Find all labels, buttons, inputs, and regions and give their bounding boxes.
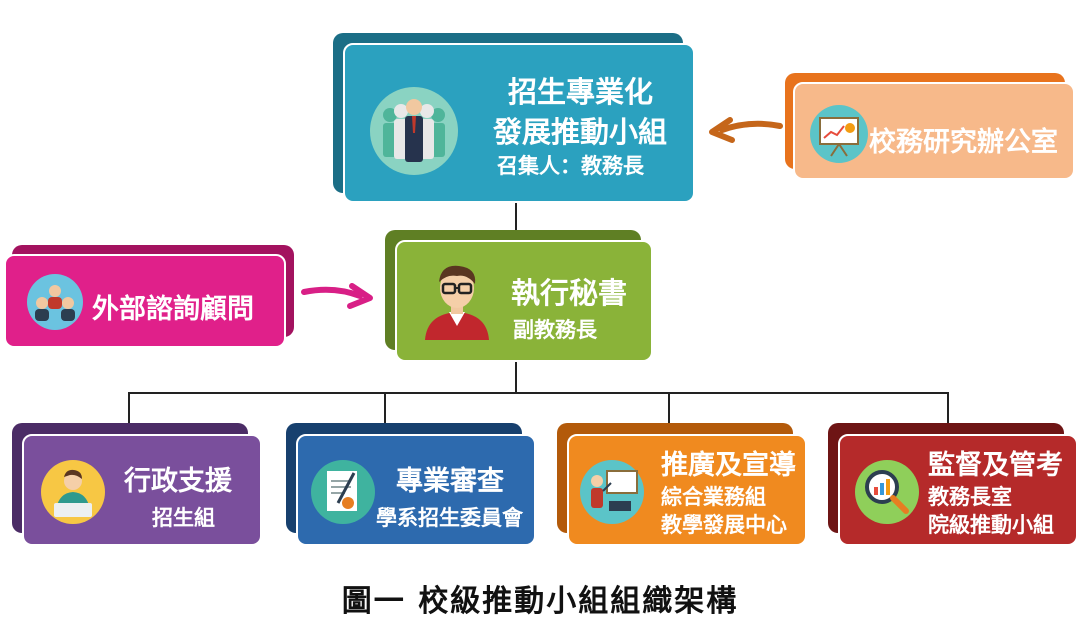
secretary-avatar-icon: [425, 265, 489, 340]
leadership-team-icon: [370, 87, 458, 175]
connector-branch-4: [947, 392, 949, 424]
branch-professional-review-box[interactable]: 專業審查 學系招生委員會: [286, 423, 536, 547]
branch-2-title: 專業審查: [396, 466, 504, 497]
connector-exec-to-bus: [515, 362, 517, 393]
research-office-label: 校務研究辦公室: [869, 127, 1058, 158]
research-office-box[interactable]: 校務研究辦公室: [785, 73, 1077, 182]
connector-branch-2: [384, 392, 386, 424]
figure-caption: 圖一 校級推動小組組織架構: [341, 584, 739, 619]
top-committee-box[interactable]: 招生專業化 發展推動小組 召集人：教務長: [333, 33, 698, 205]
branch-4-line2: 院級推動小組: [928, 513, 1054, 537]
connector-branch-3: [668, 392, 670, 424]
executive-title: 執行秘書: [511, 276, 628, 310]
presenter-icon: [580, 460, 644, 524]
branch-2-line1: 學系招生委員會: [376, 506, 523, 530]
advisors-group-icon: [27, 274, 83, 330]
review-document-icon: [311, 460, 375, 524]
branch-1-line1: 招生組: [152, 506, 215, 530]
external-advisor-box[interactable]: 外部諮詢顧問: [4, 245, 294, 349]
admin-worker-icon: [41, 460, 105, 524]
external-advisor-label: 外部諮詢顧問: [92, 294, 254, 325]
branch-3-line1: 綜合業務組: [661, 485, 766, 509]
arrow-left-icon: [709, 117, 783, 143]
presentation-chart-icon: [810, 105, 868, 163]
branch-3-title: 推廣及宣導: [661, 450, 796, 481]
connector-branch-1: [128, 392, 130, 424]
connector-top-to-exec: [515, 203, 517, 233]
branch-3-line2: 教學發展中心: [661, 513, 787, 537]
arrow-right-icon: [301, 283, 373, 309]
branch-4-line1: 教務長室: [928, 485, 1012, 509]
branch-supervision-box[interactable]: 監督及管考 教務長室 院級推動小組: [828, 423, 1078, 547]
top-title-line1: 招生專業化: [508, 75, 654, 109]
branch-promotion-box[interactable]: 推廣及宣導 綜合業務組 教學發展中心: [557, 423, 807, 547]
branch-admin-support-box[interactable]: 行政支援 招生組: [12, 423, 262, 547]
connector-bus: [128, 392, 949, 394]
branch-1-title: 行政支援: [124, 466, 232, 497]
executive-subtitle: 副教務長: [513, 318, 597, 342]
top-convener: 召集人：教務長: [497, 154, 644, 178]
branch-4-title: 監督及管考: [928, 450, 1063, 481]
top-title-line2: 發展推動小組: [493, 115, 668, 149]
magnifier-chart-icon: [855, 460, 919, 524]
executive-secretary-box[interactable]: 執行秘書 副教務長: [385, 230, 655, 364]
